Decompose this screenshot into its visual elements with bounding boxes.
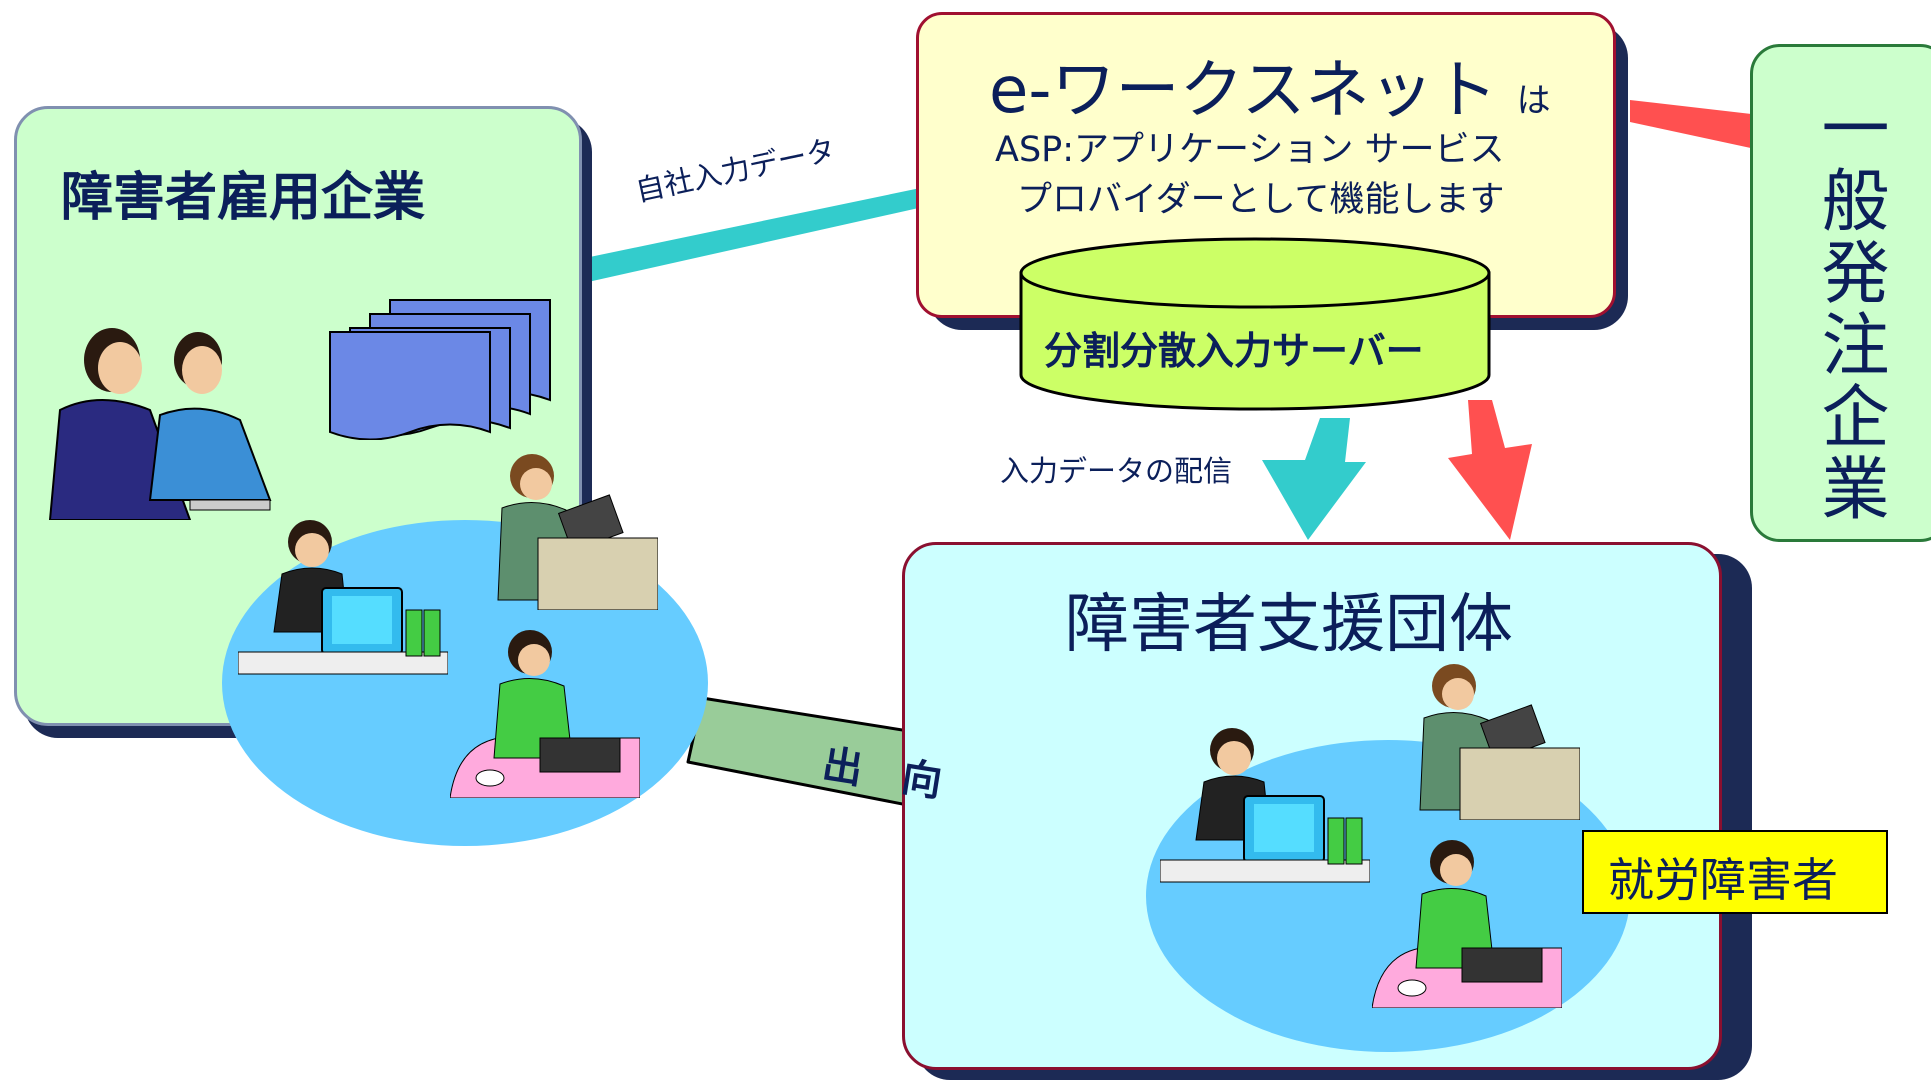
support-title: 障害者支援団体 [1065,588,1513,662]
self-input-connector [585,186,932,282]
worker-desktop-icon [238,520,448,675]
worker-badge: 就労障害者 [1582,830,1888,914]
server-cylinder [1019,237,1491,411]
distribution-label: 入力データの配信 [1000,454,1233,488]
support-worker-laptop-icon [1419,664,1580,820]
business-people-icon [48,328,272,520]
distribution-arrow [1262,418,1366,540]
service-line2: ASP:アプリケーション サービス [995,130,1505,170]
client-connector [1630,100,1760,150]
service-line3: プロバイダーとして機能します [1017,180,1505,220]
worker-notebook-icon [450,630,640,798]
document-stack-icon [329,299,551,440]
client-box: 一般発注企業 [1750,44,1931,542]
service-name: e-ワークスネット [989,54,1498,128]
employer-title: 障害者雇用企業 [61,168,426,228]
worker-laptop-icon [497,454,658,610]
client-label: 一般発注企業 [1809,93,1888,525]
support-worker-desktop-icon [1160,728,1370,883]
support-worker-notebook-icon [1372,840,1562,1008]
server-label: 分割分散入力サーバー [1044,329,1424,373]
service-name-suffix: は [1516,81,1551,121]
red-down-arrow [1448,400,1532,540]
worker-badge-label: 就労障害者 [1608,853,1838,907]
